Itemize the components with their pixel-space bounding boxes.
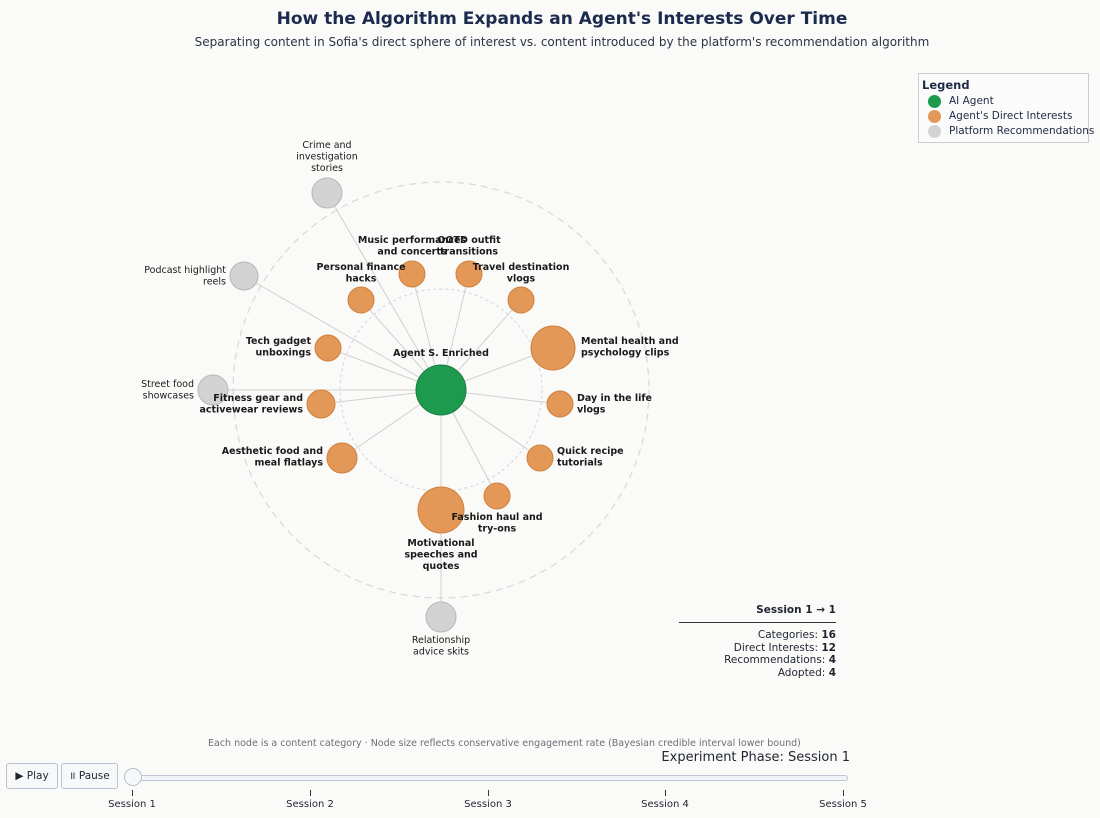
stats-row-categories: Categories: 16: [757, 628, 836, 641]
legend-direct-marker: [928, 109, 941, 123]
node-agent[interactable]: [415, 364, 467, 416]
session-slider-track[interactable]: [124, 775, 848, 781]
phase-label: Experiment Phase: Session 1: [661, 750, 850, 765]
slider-tick: [310, 790, 311, 796]
chart-subtitle: Separating content in Sofia's direct sph…: [194, 35, 930, 49]
node-direct[interactable]: [347, 286, 375, 314]
legend-recommendation-marker: [928, 124, 941, 138]
session-stats: Session 1 → 1 Categories: 16 Direct Inte…: [676, 604, 836, 680]
legend-item-agent[interactable]: AI Agent: [928, 94, 994, 108]
node-direct[interactable]: [455, 260, 483, 288]
slider-tick-label[interactable]: Session 1: [108, 799, 156, 810]
node-direct[interactable]: [483, 482, 511, 510]
agent-label: Agent S. Enriched: [393, 348, 489, 359]
chart-title: How the Algorithm Expands an Agent's Int…: [276, 9, 848, 29]
node-direct[interactable]: [546, 390, 574, 418]
slider-tick-label[interactable]: Session 5: [819, 799, 867, 810]
legend: Legend AI Agent Agent's Direct Interests…: [918, 73, 1094, 143]
stats-row-direct: Direct Interests: 12: [733, 641, 836, 654]
legend-item-recommendation[interactable]: Platform Recommendations: [928, 124, 1094, 138]
node-direct[interactable]: [306, 389, 336, 419]
legend-item-label: Agent's Direct Interests: [949, 110, 1073, 122]
play-button[interactable]: ▶ Play: [6, 763, 58, 789]
legend-agent-marker: [928, 94, 941, 108]
slider-tick: [843, 790, 844, 796]
slider-tick: [488, 790, 489, 796]
node-recommendation[interactable]: [229, 261, 259, 291]
node-direct[interactable]: [507, 286, 535, 314]
slider-tick-label[interactable]: Session 2: [286, 799, 334, 810]
legend-item-direct[interactable]: Agent's Direct Interests: [928, 109, 1072, 123]
pause-button[interactable]: ॥ Pause: [61, 763, 118, 789]
legend-item-label: AI Agent: [949, 95, 994, 107]
node-direct[interactable]: [314, 334, 342, 362]
node-recommendation[interactable]: [425, 601, 457, 633]
slider-tick-label[interactable]: Session 3: [464, 799, 512, 810]
node-direct[interactable]: [326, 442, 358, 474]
session-slider-handle[interactable]: [124, 768, 142, 786]
node-direct[interactable]: [530, 325, 576, 371]
node-direct[interactable]: [526, 444, 554, 472]
stats-divider: [679, 621, 836, 623]
node-recommendation[interactable]: [197, 374, 229, 406]
slider-tick: [132, 790, 133, 796]
node-direct[interactable]: [398, 260, 426, 288]
legend-title: Legend: [922, 78, 970, 92]
edge: [243, 275, 442, 391]
stats-header: Session 1 → 1: [756, 604, 836, 616]
slider-tick-label[interactable]: Session 4: [641, 799, 689, 810]
footnote: Each node is a content category · Node s…: [208, 738, 801, 749]
edge: [326, 192, 442, 391]
stats-row-recommendations: Recommendations: 4: [724, 654, 836, 667]
node-direct[interactable]: [417, 486, 465, 534]
node-recommendation[interactable]: [311, 177, 343, 209]
stats-row-adopted: Adopted: 4: [777, 667, 836, 680]
slider-tick: [665, 790, 666, 796]
legend-item-label: Platform Recommendations: [949, 125, 1095, 137]
